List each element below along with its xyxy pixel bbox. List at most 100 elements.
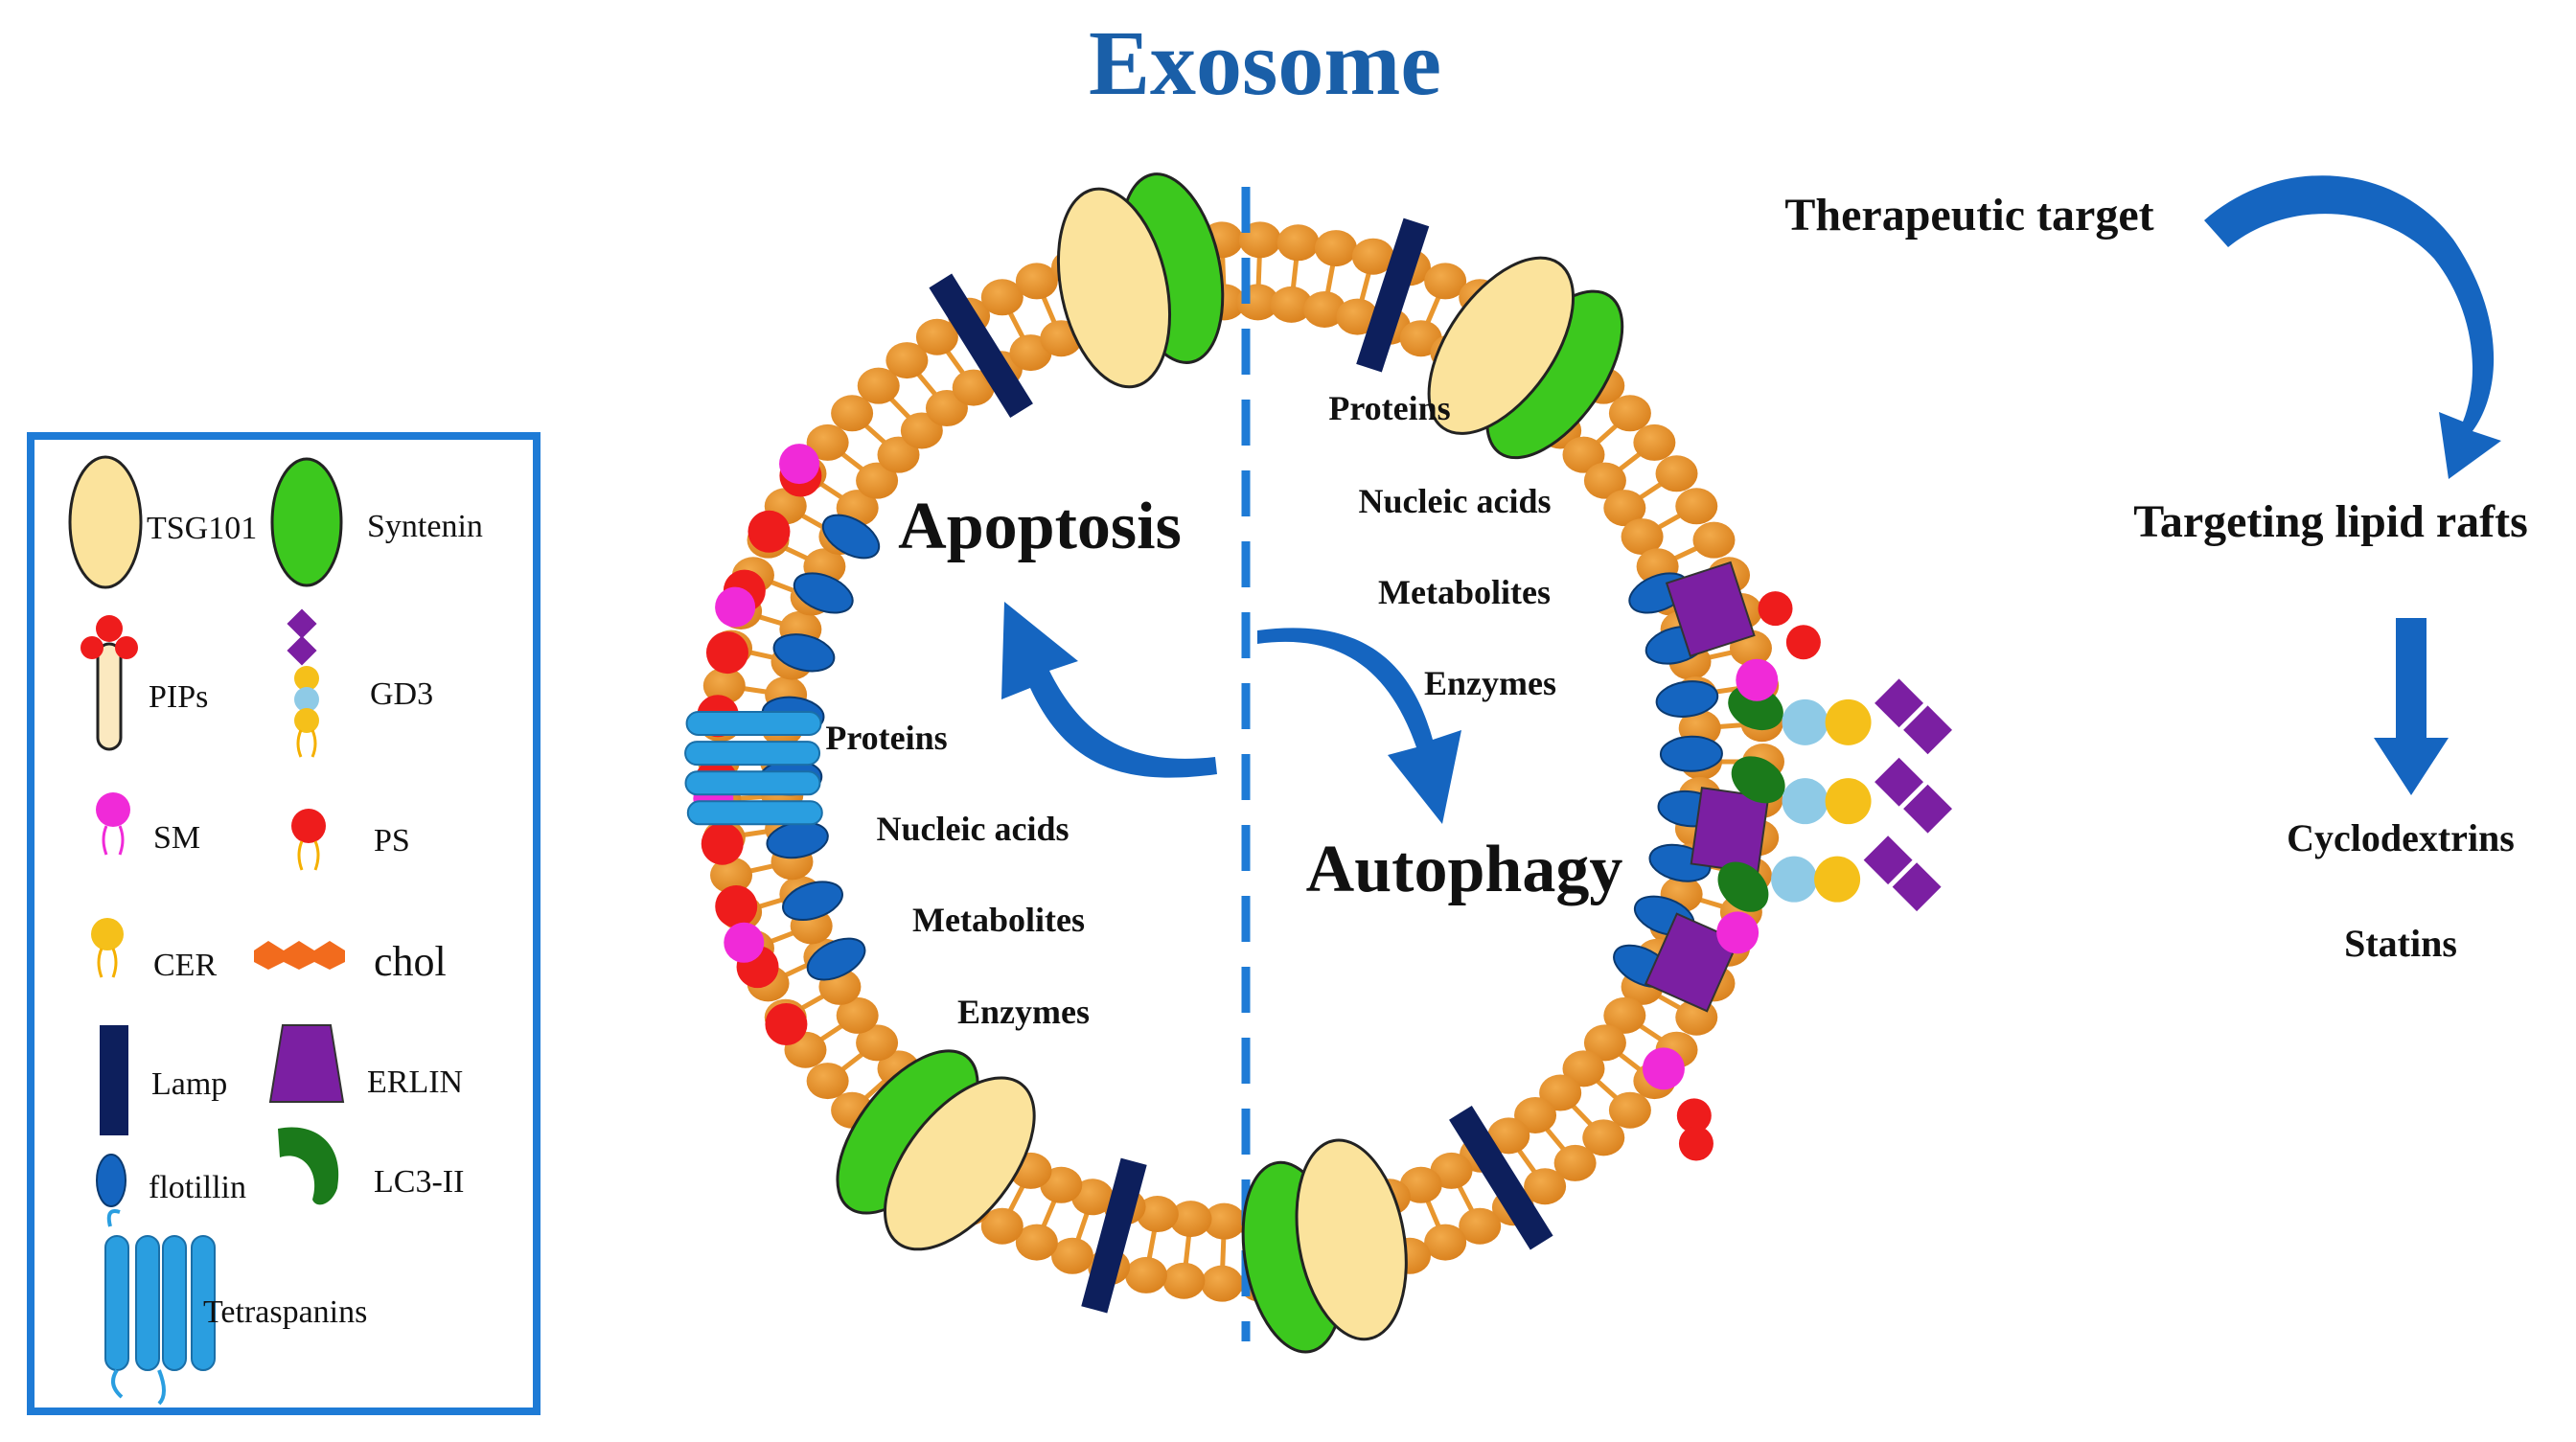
erlin-protein [1644, 912, 1740, 1013]
legend-label-tsg101: TSG101 [147, 511, 257, 546]
flotillin-icon [96, 1154, 126, 1207]
lipid-tail [1041, 295, 1057, 324]
lipid-tail [741, 829, 770, 838]
lipid-head [1562, 436, 1605, 473]
page-title: Exosome [1089, 11, 1441, 114]
lipid-tail [1007, 1184, 1025, 1212]
lipid-tail [1570, 1103, 1594, 1128]
lipid-head [857, 367, 900, 404]
lipid-tail [1697, 897, 1726, 910]
autophagy-metabolites: Metabolites [1378, 573, 1551, 611]
gd3-sugar [1863, 835, 1913, 885]
tsg101-protein [884, 1076, 1036, 1251]
lipid-head [900, 412, 943, 449]
legend-label-lc3: LC3-II [374, 1164, 464, 1200]
flotillin-protein [821, 514, 881, 560]
therapeutic-curve-arrow [2204, 175, 2501, 479]
syntenin-icon [270, 457, 343, 587]
lipid-head [1553, 1144, 1597, 1181]
sm-lipid [1736, 658, 1779, 701]
lipid-head [1336, 298, 1379, 335]
pips-head [1758, 591, 1793, 627]
lipid-head [1603, 996, 1646, 1034]
lipid-head [856, 462, 899, 499]
lipid-tail [840, 450, 865, 472]
lamp-icon [100, 1025, 128, 1135]
apoptosis-content-nucleic-acids: Nucleic acids [877, 810, 1070, 848]
tetraspanin-protein [684, 741, 821, 767]
lamp-protein [1356, 217, 1430, 373]
lipid-head [1608, 1091, 1651, 1129]
lipid-tail [1671, 545, 1700, 561]
lipid-head [1675, 488, 1718, 525]
autophagy-arrow [1257, 628, 1461, 824]
ps-lipid [701, 822, 744, 865]
legend-label-flotillin: flotillin [149, 1170, 246, 1205]
gd3-sugar [1782, 698, 1828, 745]
lipid-head [831, 395, 874, 432]
lipid-tail [756, 613, 785, 627]
gd3-sugar [1903, 784, 1953, 834]
lipid-tail [756, 897, 785, 910]
lipid-head [1276, 224, 1320, 262]
apoptosis-label: Apoptosis [898, 490, 1182, 563]
membrane-proteins [684, 172, 1953, 1354]
lipid-head [1203, 1202, 1246, 1240]
lipid-tail [1183, 1235, 1192, 1265]
lipid-tail [1706, 649, 1735, 661]
lipid-head [1583, 462, 1626, 499]
lipid-tail [799, 993, 826, 1012]
gd3-sugar [1771, 856, 1818, 903]
lipid-tail [840, 1051, 865, 1073]
lipid-tail [1324, 264, 1336, 293]
legend-label-chol: chol [374, 938, 447, 985]
agent-cyclodextrins: Cyclodextrins [2287, 816, 2515, 859]
lipid-head [877, 436, 920, 473]
sm-lipid [1642, 1047, 1685, 1090]
lipid-head [702, 667, 746, 704]
tsg101-protein [1295, 1138, 1408, 1341]
lipid-tail [1656, 512, 1683, 531]
lipid-tail [799, 512, 826, 531]
lipid-tail [1041, 1200, 1057, 1228]
tsg101-protein [1056, 187, 1172, 389]
tetraspanin-protein [686, 800, 823, 826]
lipid-head [1015, 1224, 1058, 1261]
lipid-head [1162, 1262, 1206, 1299]
pips-icon [80, 615, 138, 751]
lipid-head [1136, 1196, 1179, 1233]
gd3-sugar [1903, 705, 1953, 755]
apoptosis-content-enzymes: Enzymes [957, 993, 1090, 1031]
lipid-tail [1617, 450, 1643, 472]
lipid-head [806, 1063, 849, 1100]
apoptosis-content-proteins: Proteins [825, 719, 947, 757]
lipid-head [1582, 1119, 1625, 1156]
therapeutic-target-label: Therapeutic target [1784, 190, 2153, 240]
targeting-lipid-rafts-label: Targeting lipid rafts [2133, 496, 2528, 547]
lipid-head [1459, 1207, 1502, 1245]
flotillin-protein [1655, 680, 1719, 718]
lipid-tail [1290, 259, 1300, 288]
lipid-tail [1716, 722, 1745, 730]
chol-icon [254, 941, 345, 970]
lipid-tail [862, 1078, 887, 1101]
lamp-protein [929, 273, 1033, 419]
lipid-tail [748, 649, 776, 661]
legend-label-gd3: GD3 [370, 676, 433, 712]
lipid-head [1399, 1166, 1442, 1203]
lipid-head [1015, 263, 1058, 300]
lipid-head [980, 279, 1024, 316]
gd3-icon [287, 608, 319, 758]
lipid-head [886, 342, 929, 379]
lipid-head [915, 318, 958, 355]
flotillin-protein [793, 572, 854, 614]
tsg101-protein [1427, 256, 1576, 435]
flotillin-protein [782, 881, 843, 922]
lipid-tail [818, 481, 845, 501]
lipid-tail [1359, 272, 1371, 301]
gd3-sugar [1814, 856, 1861, 903]
lipid-head [1201, 1265, 1244, 1302]
lipid-head [980, 1207, 1024, 1245]
ps-lipid [748, 510, 791, 553]
